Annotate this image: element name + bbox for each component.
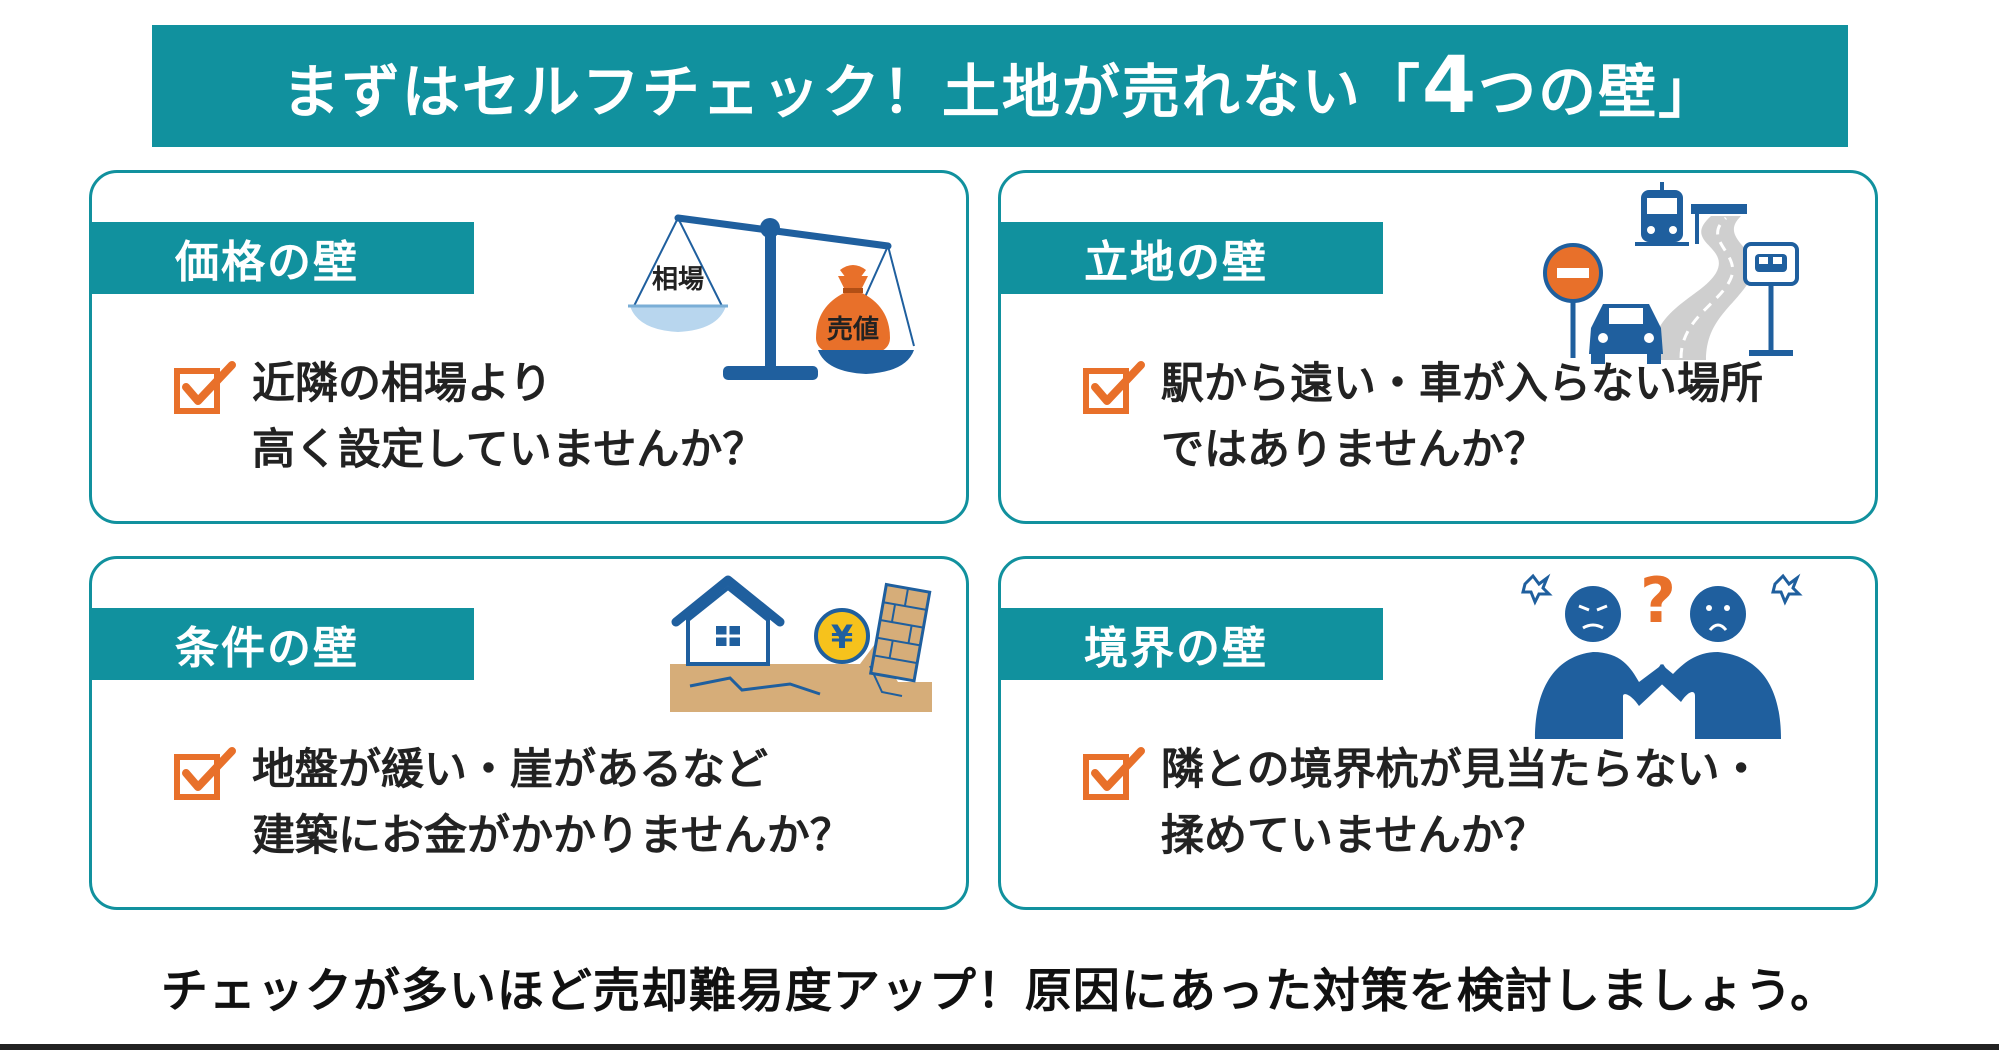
question-line-1: 駅から遠い・車が入らない場所 (1161, 359, 1763, 409)
check-question: 駅から遠い・車が入らない場所 ではありませんか？ (1161, 351, 1763, 483)
yen-coin-label: ¥ (831, 618, 853, 656)
question-line-2: 高く設定していませんか？ (252, 425, 766, 475)
card-price-wall: 価格の壁 近隣の相場より 高く設定していませんか？ 相場 (89, 170, 969, 524)
question-line-1: 近隣の相場より (252, 359, 553, 409)
question-mark-label: ? (1640, 564, 1676, 637)
house-cracked-ground-icon: ¥ (670, 575, 932, 712)
title-number: 4 (1421, 41, 1479, 131)
check-question: 近隣の相場より 高く設定していませんか？ (252, 351, 765, 483)
header-banner: まずはセルフチェック！土地が売れない「4つの壁」 (152, 25, 1848, 147)
checkbox-icon (1083, 361, 1145, 414)
check-question: 隣との境界杭が見当たらない・ 揉めていませんか？ (1161, 737, 1763, 869)
card-tab: 立地の壁 (998, 222, 1383, 294)
card-tab-label: 価格の壁 (175, 237, 359, 288)
title-part1: まずはセルフチェック！土地が売れない「 (281, 58, 1422, 126)
card-location-wall: 立地の壁 駅から遠い・車が入らない場所 ではありませんか？ (998, 170, 1878, 524)
card-tab: 条件の壁 (89, 608, 474, 680)
card-conditions-wall: 条件の壁 地盤が緩い・崖があるなど 建築にお金がかかりませんか？ ¥ (89, 556, 969, 910)
question-line-1: 地盤が緩い・崖があるなど (252, 745, 768, 795)
card-tab: 境界の壁 (998, 608, 1383, 680)
checkbox-icon (174, 747, 236, 800)
card-tab-label: 条件の壁 (175, 623, 359, 674)
question-line-1: 隣との境界杭が見当たらない・ (1161, 745, 1763, 795)
question-line-2: ではありませんか？ (1161, 425, 1547, 475)
question-line-2: 揉めていませんか？ (1161, 811, 1547, 861)
checkbox-icon (1083, 747, 1145, 800)
card-tab-label: 境界の壁 (1084, 623, 1268, 674)
title-part2: つの壁」 (1478, 58, 1719, 126)
label-selling-price: 売値 (827, 315, 879, 345)
card-tab-label: 立地の壁 (1084, 237, 1268, 288)
arguing-neighbors-icon: ? (1521, 564, 1803, 739)
label-market-price: 相場 (652, 265, 704, 295)
card-boundary-wall: 境界の壁 隣との境界杭が見当たらない・ 揉めていませんか？ ? (998, 556, 1878, 910)
check-question: 地盤が緩い・崖があるなど 建築にお金がかかりませんか？ (252, 737, 853, 869)
footer-message: チェックが多いほど売却難易度アップ！原因にあった対策を検討しましょう。 (160, 964, 1839, 1019)
card-tab: 価格の壁 (89, 222, 474, 294)
bottom-rule (0, 1044, 1999, 1050)
checkbox-icon (174, 361, 236, 414)
balance-scale-icon: 相場 売値 (628, 214, 915, 380)
page-title: まずはセルフチェック！土地が売れない「4つの壁」 (282, 41, 1718, 131)
road-train-bus-car-icon (1543, 182, 1799, 364)
question-line-2: 建築にお金がかかりませんか？ (252, 811, 853, 861)
